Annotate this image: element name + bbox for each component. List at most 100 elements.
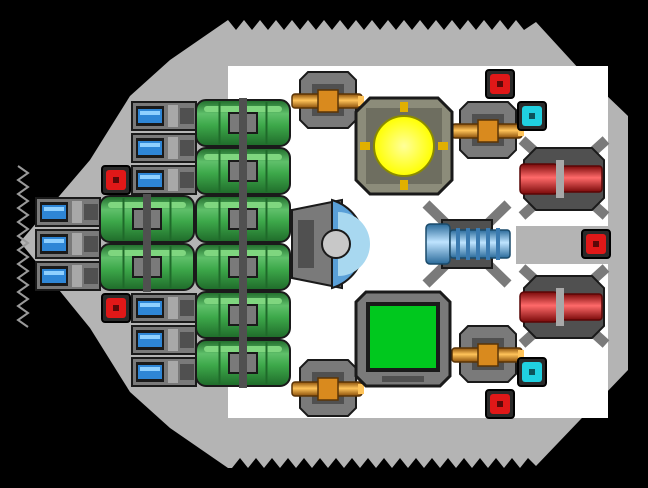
turret-muzzle bbox=[358, 96, 364, 106]
red-gem-icon[interactable] bbox=[485, 389, 515, 419]
thruster-mount bbox=[180, 172, 194, 188]
thruster-ring bbox=[168, 105, 178, 127]
thruster-ring bbox=[168, 361, 178, 383]
thruster-icon[interactable] bbox=[35, 197, 101, 227]
hull-edge bbox=[16, 165, 30, 328]
fuel-tank-icon[interactable] bbox=[195, 290, 291, 340]
laser-coil bbox=[486, 228, 490, 260]
thruster-mount bbox=[180, 364, 194, 380]
thruster-ring bbox=[168, 329, 178, 351]
node-pin bbox=[529, 369, 535, 375]
thruster-mount bbox=[180, 300, 194, 316]
node-pin bbox=[529, 113, 535, 119]
fuel-tank-icon[interactable] bbox=[195, 242, 291, 292]
thruster-mount bbox=[84, 204, 98, 220]
turret-muzzle bbox=[518, 350, 524, 360]
thruster-glow bbox=[140, 143, 160, 147]
node-group bbox=[101, 69, 611, 419]
shield-vent bbox=[382, 376, 424, 382]
turret-icon[interactable] bbox=[291, 71, 364, 129]
tank-strap bbox=[239, 338, 247, 388]
reactor-clamp bbox=[360, 142, 370, 150]
thruster-mount bbox=[84, 268, 98, 284]
red-gem-icon[interactable] bbox=[101, 293, 131, 323]
cockpit-seat bbox=[321, 229, 351, 259]
thruster-glow bbox=[140, 175, 160, 179]
cockpit-console bbox=[298, 220, 314, 268]
cyan-gem-icon[interactable] bbox=[517, 101, 547, 131]
thruster-glow bbox=[44, 271, 64, 275]
reactor-clamp bbox=[438, 142, 448, 150]
thruster-ring bbox=[72, 201, 82, 223]
fuel-tank-icon[interactable] bbox=[195, 98, 291, 148]
cannon-barrel bbox=[561, 165, 603, 193]
shield-generator-icon[interactable] bbox=[354, 290, 452, 388]
cannon-collar bbox=[556, 160, 564, 198]
thruster-icon[interactable] bbox=[131, 133, 197, 163]
thruster-mount bbox=[180, 108, 194, 124]
fuel-tank-icon[interactable] bbox=[99, 194, 195, 244]
red-gem-icon[interactable] bbox=[485, 69, 515, 99]
tank-strap bbox=[143, 242, 151, 292]
reactor-icon[interactable] bbox=[354, 96, 454, 196]
thruster-glow bbox=[140, 303, 160, 307]
laser-capacitor bbox=[425, 223, 451, 265]
laser-coil bbox=[456, 228, 460, 260]
turret-breech bbox=[317, 89, 339, 113]
thruster-icon[interactable] bbox=[131, 101, 197, 131]
cockpit-icon[interactable] bbox=[291, 198, 370, 290]
fuel-tank-icon[interactable] bbox=[195, 338, 291, 388]
tank-strap bbox=[239, 194, 247, 244]
node-pin bbox=[593, 241, 599, 247]
thruster-ring bbox=[168, 137, 178, 159]
cyan-gem-icon[interactable] bbox=[517, 357, 547, 387]
fuel-tank-group bbox=[99, 98, 291, 388]
fuel-tank-icon[interactable] bbox=[195, 146, 291, 196]
thruster-mount bbox=[180, 140, 194, 156]
thruster-icon[interactable] bbox=[35, 261, 101, 291]
thruster-icon[interactable] bbox=[35, 229, 101, 259]
thruster-icon[interactable] bbox=[131, 357, 197, 387]
laser-coil bbox=[476, 228, 480, 260]
thruster-icon[interactable] bbox=[131, 325, 197, 355]
node-pin bbox=[497, 81, 503, 87]
tank-strap bbox=[239, 290, 247, 340]
thruster-icon[interactable] bbox=[131, 165, 197, 195]
tank-strap bbox=[143, 194, 151, 244]
turret-icon[interactable] bbox=[451, 101, 524, 159]
thruster-ring bbox=[72, 233, 82, 255]
fuel-tank-icon[interactable] bbox=[195, 194, 291, 244]
reactor-clamp bbox=[400, 102, 408, 112]
cockpit-glass bbox=[338, 212, 370, 276]
laser-coil bbox=[466, 228, 470, 260]
cannon-icon[interactable] bbox=[518, 136, 610, 220]
thruster-ring bbox=[168, 169, 178, 191]
shield-screen bbox=[370, 306, 436, 368]
turret-muzzle bbox=[358, 384, 364, 394]
cannon-icon[interactable] bbox=[518, 264, 610, 348]
thruster-glow bbox=[140, 335, 160, 339]
red-gem-icon[interactable] bbox=[581, 229, 611, 259]
thruster-icon[interactable] bbox=[131, 293, 197, 323]
thruster-glow bbox=[140, 111, 160, 115]
turret-icon[interactable] bbox=[291, 359, 364, 417]
thruster-glow bbox=[44, 239, 64, 243]
node-pin bbox=[113, 305, 119, 311]
turret-breech bbox=[317, 377, 339, 401]
cannon-barrel bbox=[561, 293, 603, 321]
node-pin bbox=[497, 401, 503, 407]
fuel-tank-icon[interactable] bbox=[99, 242, 195, 292]
node-pin bbox=[113, 177, 119, 183]
thruster-ring bbox=[168, 297, 178, 319]
turret-icon[interactable] bbox=[451, 325, 524, 383]
tank-strap bbox=[239, 242, 247, 292]
laser-emitter-icon[interactable] bbox=[422, 200, 512, 288]
thruster-glow bbox=[140, 367, 160, 371]
red-gem-icon[interactable] bbox=[101, 165, 131, 195]
cannon-breech bbox=[519, 163, 559, 195]
cannon-collar bbox=[556, 288, 564, 326]
tank-strap bbox=[239, 146, 247, 196]
thruster-group bbox=[35, 101, 197, 387]
turret-group bbox=[291, 71, 524, 417]
reactor-core bbox=[373, 115, 435, 177]
